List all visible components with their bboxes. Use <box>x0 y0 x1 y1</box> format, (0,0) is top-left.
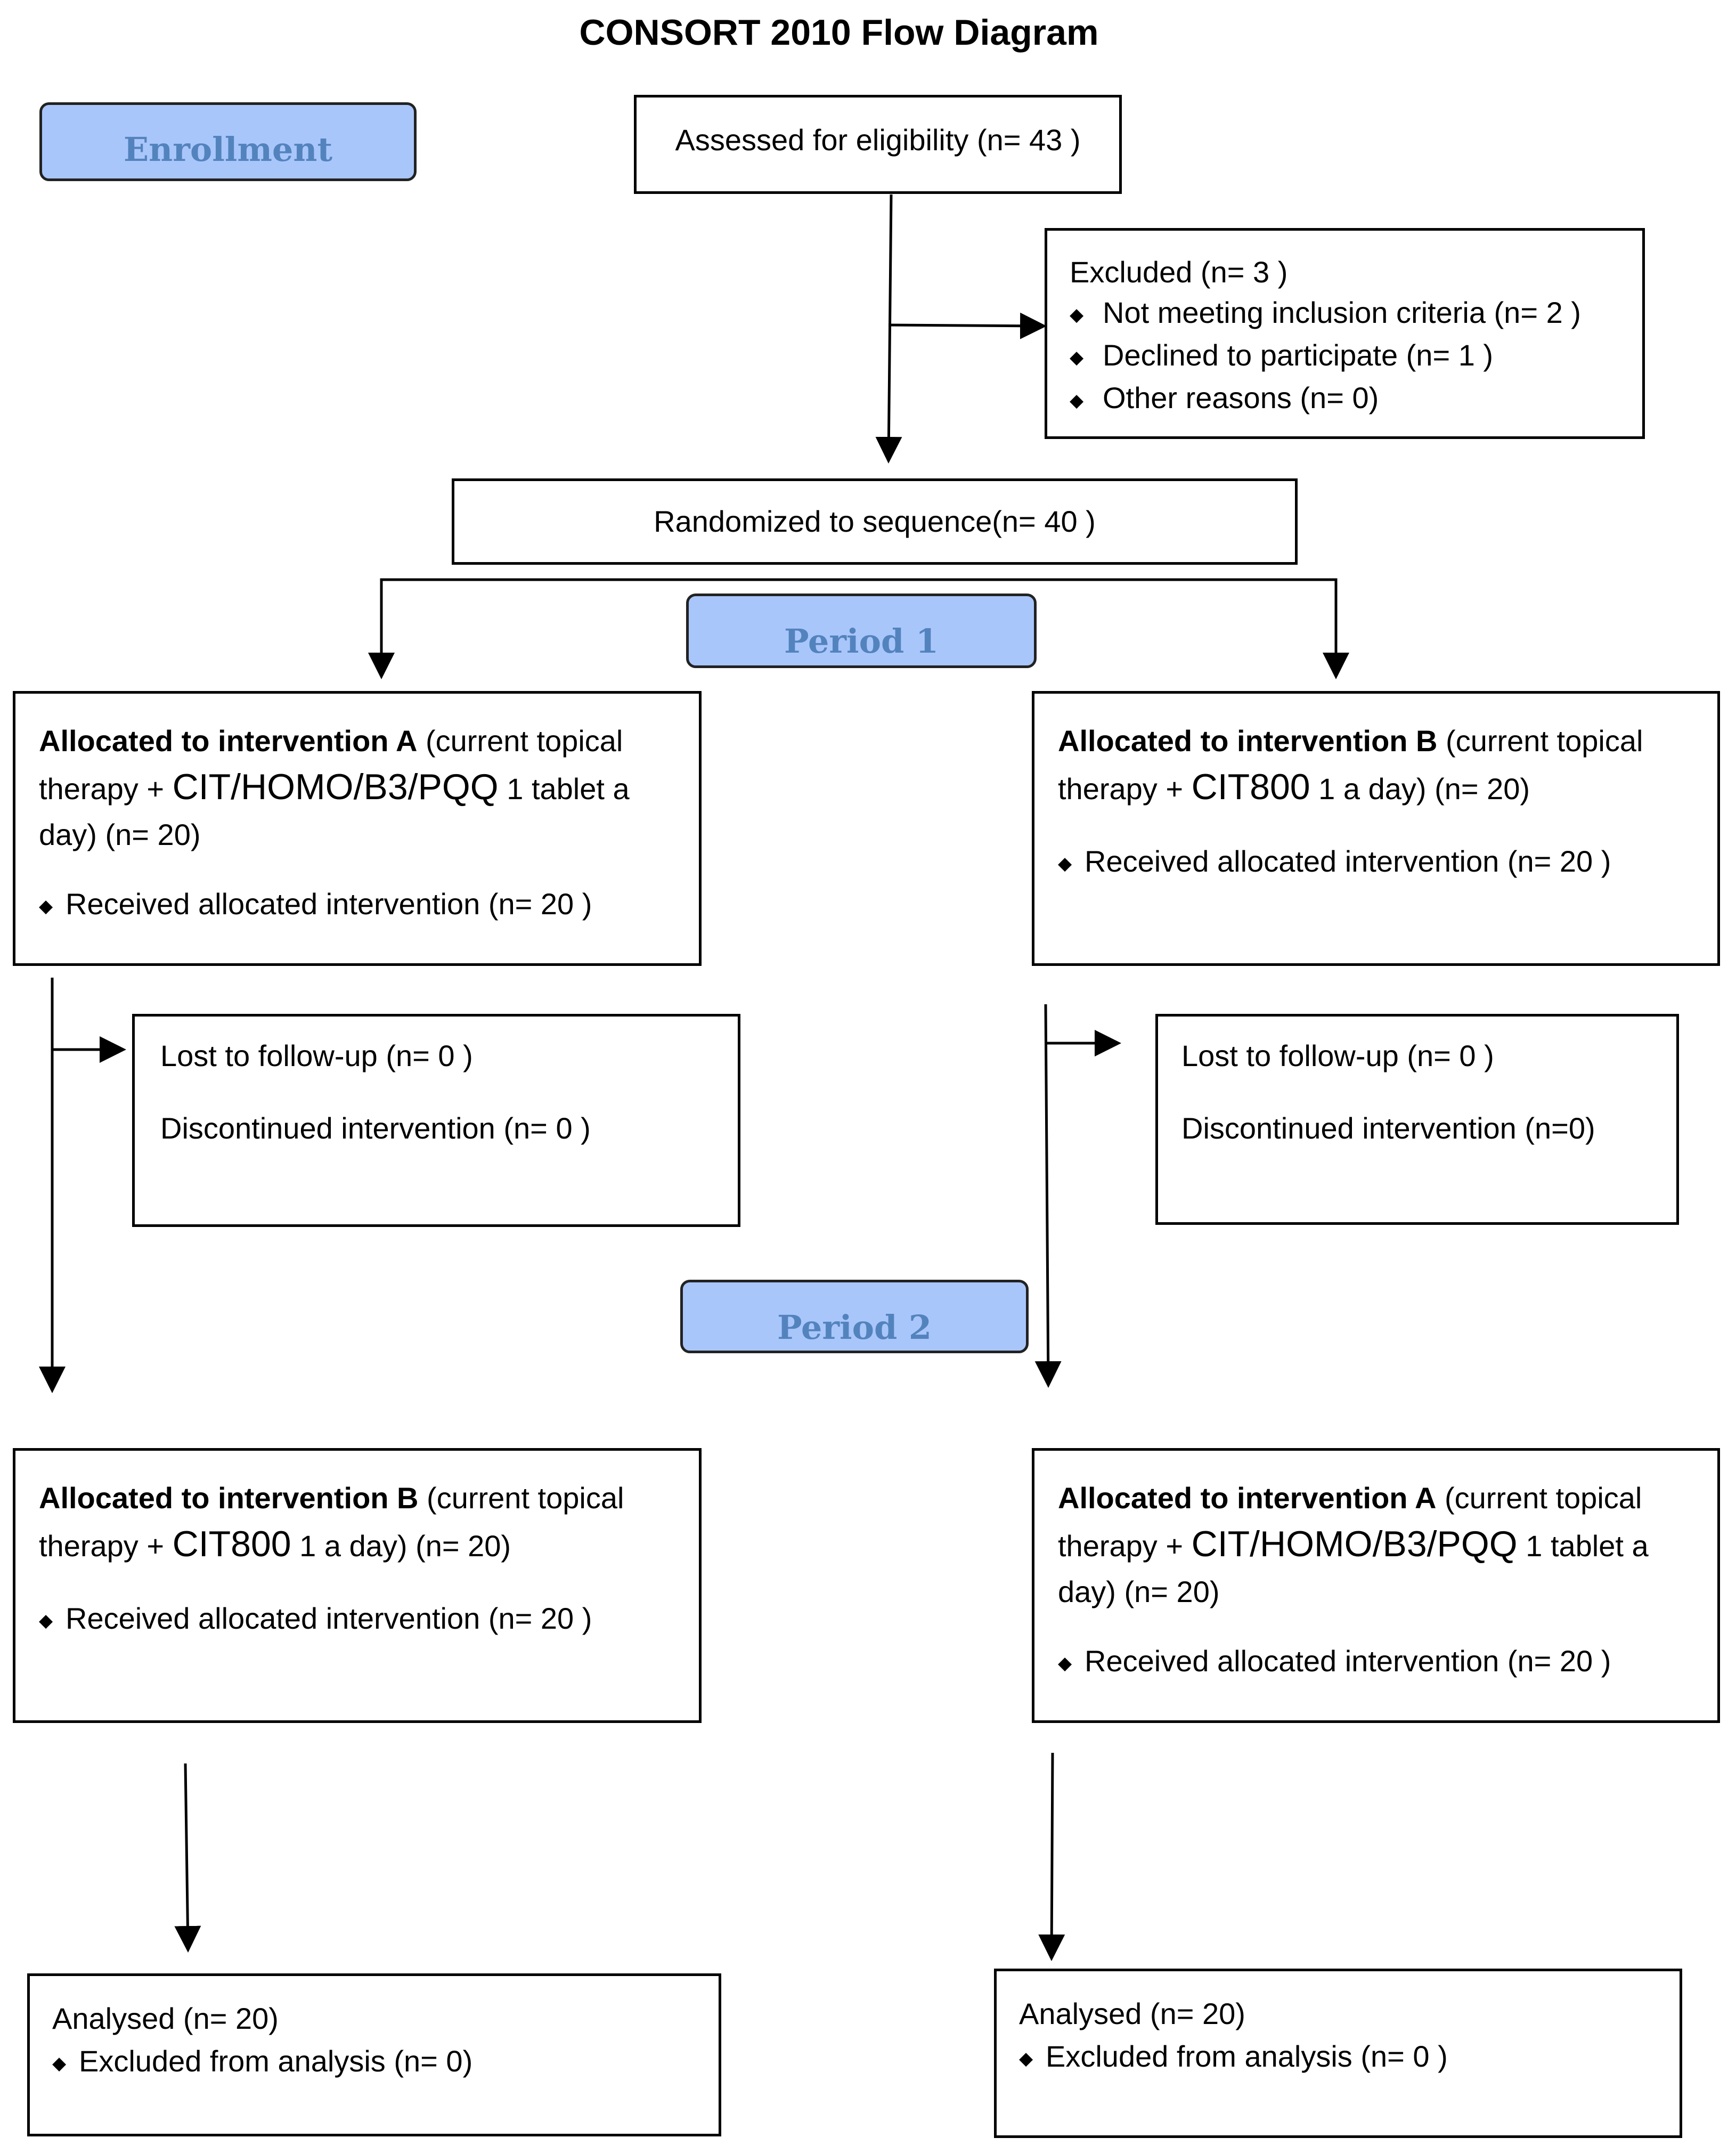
p2-right-line3: day) (n= 20) <box>1058 1575 1220 1608</box>
stage-enrollment: Enrollment <box>39 102 417 181</box>
arrow-right-period-transition <box>1034 1004 1062 1388</box>
stage-period1: Period 1 <box>686 594 1037 668</box>
split-connector <box>380 578 1338 667</box>
analysed-right-excluded: ◆Excluded from analysis (n= 0 ) <box>1019 2035 1680 2080</box>
bullet-icon: ◆ <box>1070 305 1084 326</box>
lost-left-discontinued: Discontinued intervention (n= 0 ) <box>160 1111 591 1145</box>
lost-left-box: Lost to follow-up (n= 0 ) Discontinued i… <box>132 1014 740 1227</box>
analysed-right-box: Analysed (n= 20) ◆Excluded from analysis… <box>994 1969 1682 2138</box>
bullet-icon: ◆ <box>1019 2049 1033 2069</box>
bullet-icon: ◆ <box>52 2053 67 2074</box>
p2-right-line2: therapy + CIT/HOMO/B3/PQQ 1 tablet a <box>1058 1524 1649 1564</box>
bullet-icon: ◆ <box>1058 854 1072 874</box>
bullet-icon: ◆ <box>39 896 53 917</box>
stage-period1-label: Period 1 <box>784 622 939 661</box>
p1-right-line1: Allocated to intervention B (current top… <box>1058 724 1643 758</box>
p2-right-line1: Allocated to intervention A (current top… <box>1058 1481 1642 1515</box>
p2-left-line1: Allocated to intervention B (current top… <box>39 1481 624 1515</box>
p2-left-allocation-box: Allocated to intervention B (current top… <box>13 1448 702 1723</box>
bullet-icon: ◆ <box>1070 347 1084 368</box>
p1-left-line3: day) (n= 20) <box>39 818 201 851</box>
bullet-icon: ◆ <box>1070 390 1084 411</box>
excluded-box: Excluded (n= 3 ) ◆Not meeting inclusion … <box>1045 228 1645 439</box>
p2-left-received: ◆Received allocated intervention (n= 20 … <box>39 1596 699 1644</box>
analysed-left-box: Analysed (n= 20) ◆Excluded from analysis… <box>27 1973 721 2136</box>
p1-right-received: ◆Received allocated intervention (n= 20 … <box>1058 839 1717 887</box>
analysed-left-heading: Analysed (n= 20) <box>52 2002 279 2035</box>
assessed-box: Assessed for eligibility (n= 43 ) <box>634 95 1122 194</box>
arrow-to-excluded <box>888 312 1047 339</box>
p2-left-line2: therapy + CIT800 1 a day) (n= 20) <box>39 1524 511 1564</box>
analysed-left-excluded: ◆Excluded from analysis (n= 0) <box>52 2040 719 2085</box>
p1-right-line2: therapy + CIT800 1 a day) (n= 20) <box>1058 767 1530 807</box>
excluded-item-1: ◆Not meeting inclusion criteria (n= 2 ) <box>1070 292 1642 335</box>
arrow-right-to-analysed <box>1038 1752 1065 1961</box>
p1-left-allocation-box: Allocated to intervention A (current top… <box>13 691 702 966</box>
analysed-right-heading: Analysed (n= 20) <box>1019 1997 1245 2030</box>
stage-enrollment-label: Enrollment <box>123 130 333 169</box>
diagram-title: CONSORT 2010 Flow Diagram <box>579 12 1099 53</box>
bullet-icon: ◆ <box>1058 1653 1072 1674</box>
p1-left-line1: Allocated to intervention A (current top… <box>39 724 623 758</box>
p1-left-received: ◆Received allocated intervention (n= 20 … <box>39 881 699 929</box>
arrow-left-to-analysed <box>174 1763 201 1953</box>
lost-left-followup: Lost to follow-up (n= 0 ) <box>160 1039 473 1072</box>
randomized-box: Randomized to sequence(n= 40 ) <box>452 478 1298 565</box>
p1-left-line2: therapy + CIT/HOMO/B3/PQQ 1 tablet a <box>39 767 630 807</box>
excluded-heading: Excluded (n= 3 ) <box>1070 255 1288 289</box>
p2-right-allocation-box: Allocated to intervention A (current top… <box>1032 1448 1720 1723</box>
stage-period2-label: Period 2 <box>777 1308 932 1347</box>
randomized-text: Randomized to sequence(n= 40 ) <box>654 505 1096 538</box>
p1-right-allocation-box: Allocated to intervention B (current top… <box>1032 691 1720 966</box>
stage-period2: Period 2 <box>680 1280 1029 1353</box>
p2-right-received: ◆Received allocated intervention (n= 20 … <box>1058 1638 1717 1686</box>
arrow-assessed-to-randomized <box>875 194 902 464</box>
assessed-text: Assessed for eligibility (n= 43 ) <box>675 123 1081 157</box>
excluded-item-2: ◆Declined to participate (n= 1 ) <box>1070 335 1642 378</box>
lost-right-discontinued: Discontinued intervention (n=0) <box>1181 1111 1595 1145</box>
bullet-icon: ◆ <box>39 1611 53 1631</box>
lost-right-box: Lost to follow-up (n= 0 ) Discontinued i… <box>1155 1014 1679 1225</box>
excluded-item-3: ◆Other reasons (n= 0) <box>1070 378 1642 420</box>
lost-right-followup: Lost to follow-up (n= 0 ) <box>1181 1039 1494 1072</box>
